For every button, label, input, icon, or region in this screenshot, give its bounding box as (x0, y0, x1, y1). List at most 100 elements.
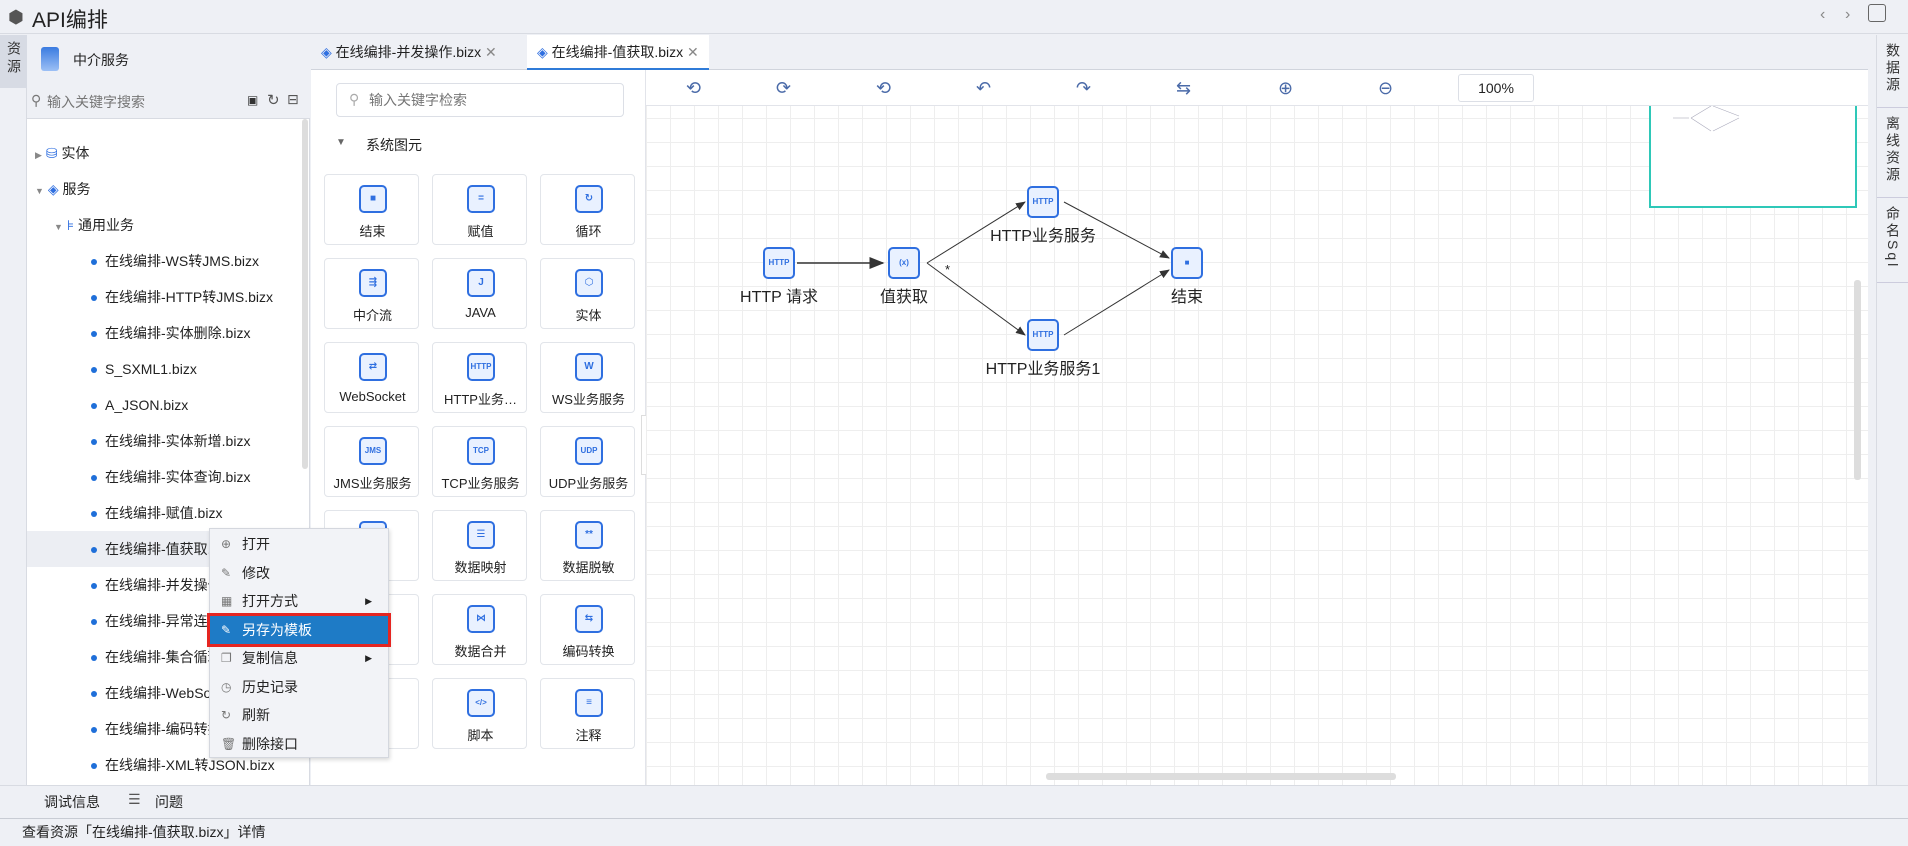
tree-file-item[interactable]: 在线编排-WS转JMS.bizx (27, 243, 302, 279)
canvas-toolbar: ⟲ ⟳ ⟲ ↶ ↷ ⇆ ⊕ ⊖ 100% (646, 70, 1868, 106)
forward-icon[interactable]: › (1845, 6, 1851, 23)
file-label: S_SXML1.bizx (105, 361, 197, 377)
refresh-icon[interactable]: ↻ (267, 92, 280, 109)
menu-item-label: 修改 (242, 564, 270, 581)
palette-item[interactable]: ⇄WebSocket (324, 342, 419, 413)
redo-icon[interactable]: ↷ (1076, 78, 1092, 98)
tree-file-item[interactable]: 在线编排-实体删除.bizx (27, 315, 302, 351)
close-icon[interactable]: ✕ (687, 44, 699, 60)
list-icon: ☰ (128, 791, 141, 807)
context-menu-item[interactable]: ◷历史记录 (210, 673, 388, 701)
file-dot-icon (91, 259, 97, 266)
context-menu-item[interactable]: 🗑删除接口 (210, 730, 388, 758)
palette-item[interactable]: ⬡实体 (540, 258, 635, 329)
tree-file-item[interactable]: 在线编排-XML转JSON.bizx (27, 747, 302, 783)
close-icon[interactable]: ✕ (485, 44, 497, 60)
context-menu-item[interactable]: ⊕打开 (210, 530, 388, 558)
tab-label: 在线编排-值获取.bizx (551, 44, 684, 60)
file-dot-icon (91, 619, 97, 626)
fit-icon[interactable]: ⇆ (1176, 78, 1192, 98)
diagram-node[interactable]: (x) (888, 247, 920, 279)
tab-offline-resources[interactable]: 离线资源 (1877, 108, 1908, 198)
palette-item[interactable]: ↻循环 (540, 174, 635, 245)
edge[interactable] (926, 201, 1026, 264)
palette-item[interactable]: ⋈数据合并 (432, 594, 527, 665)
tree-node-service[interactable]: ▼ ◈ 服务 (35, 181, 91, 197)
canvas-vertical-scrollbar[interactable] (1854, 280, 1861, 480)
file-dot-icon (91, 403, 97, 410)
diagram-node[interactable]: HTTP (763, 247, 795, 279)
palette-item-icon: ≡ (575, 689, 603, 717)
tree-file-item[interactable]: 在线编排-实体新增.bizx (27, 423, 302, 459)
collapse-arrow-icon[interactable]: ▼ (336, 137, 346, 148)
zoom-in-icon[interactable]: ⊕ (1278, 78, 1294, 98)
tab-concurrent[interactable]: ◈ 在线编排-并发操作.bizx ✕ (321, 44, 497, 60)
menu-item-label: 打开 (242, 536, 270, 552)
tab-resources[interactable]: 资源 (0, 35, 27, 88)
palette-search-input[interactable] (369, 90, 609, 110)
tree-file-item[interactable]: 在线编排-HTTP转JMS.bizx (27, 279, 302, 315)
zoom-out-icon[interactable]: ⊖ (1378, 78, 1394, 98)
tab-value-get[interactable]: ◈ 在线编排-值获取.bizx ✕ (527, 35, 709, 70)
palette-item[interactable]: </>脚本 (432, 678, 527, 749)
tree-node-common[interactable]: ▼ ⊧ 通用业务 (54, 217, 134, 233)
palette-item[interactable]: ☰数据映射 (432, 510, 527, 581)
tree-scrollbar[interactable] (302, 119, 308, 469)
canvas-horizontal-scrollbar[interactable] (1046, 773, 1396, 780)
tree-node-entity[interactable]: ▶ ⛁ 实体 (35, 145, 90, 161)
edge[interactable] (1063, 269, 1170, 336)
palette-item[interactable]: ⇆编码转换 (540, 594, 635, 665)
edge[interactable] (1063, 201, 1170, 259)
palette-item[interactable]: **数据脱敏 (540, 510, 635, 581)
undo-icon[interactable]: ↶ (976, 78, 992, 98)
tab-named-sql[interactable]: 命名Sql (1877, 198, 1908, 284)
diagram-node[interactable]: ■ (1171, 247, 1203, 279)
resource-tree-panel: 中介服务 ⚲ ▣ ↻ ⊟ ▶ ⛁ 实体 ▼ ◈ 服务 ▼ ⊧ 通用业务 在线编排… (27, 35, 310, 809)
context-menu-item[interactable]: ↻刷新 (210, 701, 388, 729)
tree-file-item[interactable]: 在线编排-实体查询.bizx (27, 459, 302, 495)
diagram-node[interactable]: HTTP (1027, 186, 1059, 218)
collapse-all-icon[interactable]: ⊟ (287, 91, 299, 107)
save-icon[interactable] (1868, 4, 1886, 22)
palette-item[interactable]: ■结束 (324, 174, 419, 245)
tree-file-item[interactable]: S_SXML1.bizx (27, 351, 302, 387)
palette-item-label: WS业务服务 (552, 392, 625, 407)
tree-file-item[interactable]: 在线编排-赋值.bizx (27, 495, 302, 531)
diagram-node[interactable]: HTTP (1027, 319, 1059, 351)
palette-item-label: WebSocket (339, 389, 406, 404)
tab-debug-info[interactable]: 调试信息 (44, 794, 100, 810)
context-menu-item[interactable]: ❐复制信息▶ (210, 644, 388, 672)
layout-icon[interactable]: ⟲ (686, 78, 702, 98)
palette-item-icon: J (467, 269, 495, 297)
palette-search[interactable]: ⚲ (336, 83, 624, 117)
palette-item[interactable]: ⇶中介流 (324, 258, 419, 329)
palette-item[interactable]: =赋值 (432, 174, 527, 245)
service-logo-icon (41, 47, 59, 71)
context-menu-item[interactable]: ▦打开方式▶ (210, 587, 388, 615)
tab-resources-label: 资源 (6, 41, 22, 77)
debug-icon[interactable]: ⟲ (876, 78, 892, 98)
run-icon[interactable]: ⟳ (776, 78, 792, 98)
tab-label: 离线资源 (1885, 116, 1901, 184)
tab-datasource[interactable]: 数据源 (1877, 35, 1908, 108)
context-menu-item[interactable]: ✎另存为模板 (207, 612, 391, 647)
locate-icon[interactable]: ▣ (247, 93, 259, 107)
tab-label: 在线编排-并发操作.bizx (335, 44, 482, 60)
palette-group-label: 系统图元 (366, 137, 422, 153)
edge[interactable] (926, 262, 1026, 336)
palette-item[interactable]: ≡注释 (540, 678, 635, 749)
context-menu-item[interactable]: ✎修改 (210, 559, 388, 587)
back-icon[interactable]: ‹ (1820, 6, 1826, 23)
menu-item-icon: 🗑 (221, 736, 237, 751)
tab-problems[interactable]: 问题 (155, 794, 183, 810)
zoom-level[interactable]: 100% (1458, 74, 1534, 102)
tree-search-input[interactable] (47, 91, 247, 113)
tree-file-item[interactable]: A_JSON.bizx (27, 387, 302, 423)
